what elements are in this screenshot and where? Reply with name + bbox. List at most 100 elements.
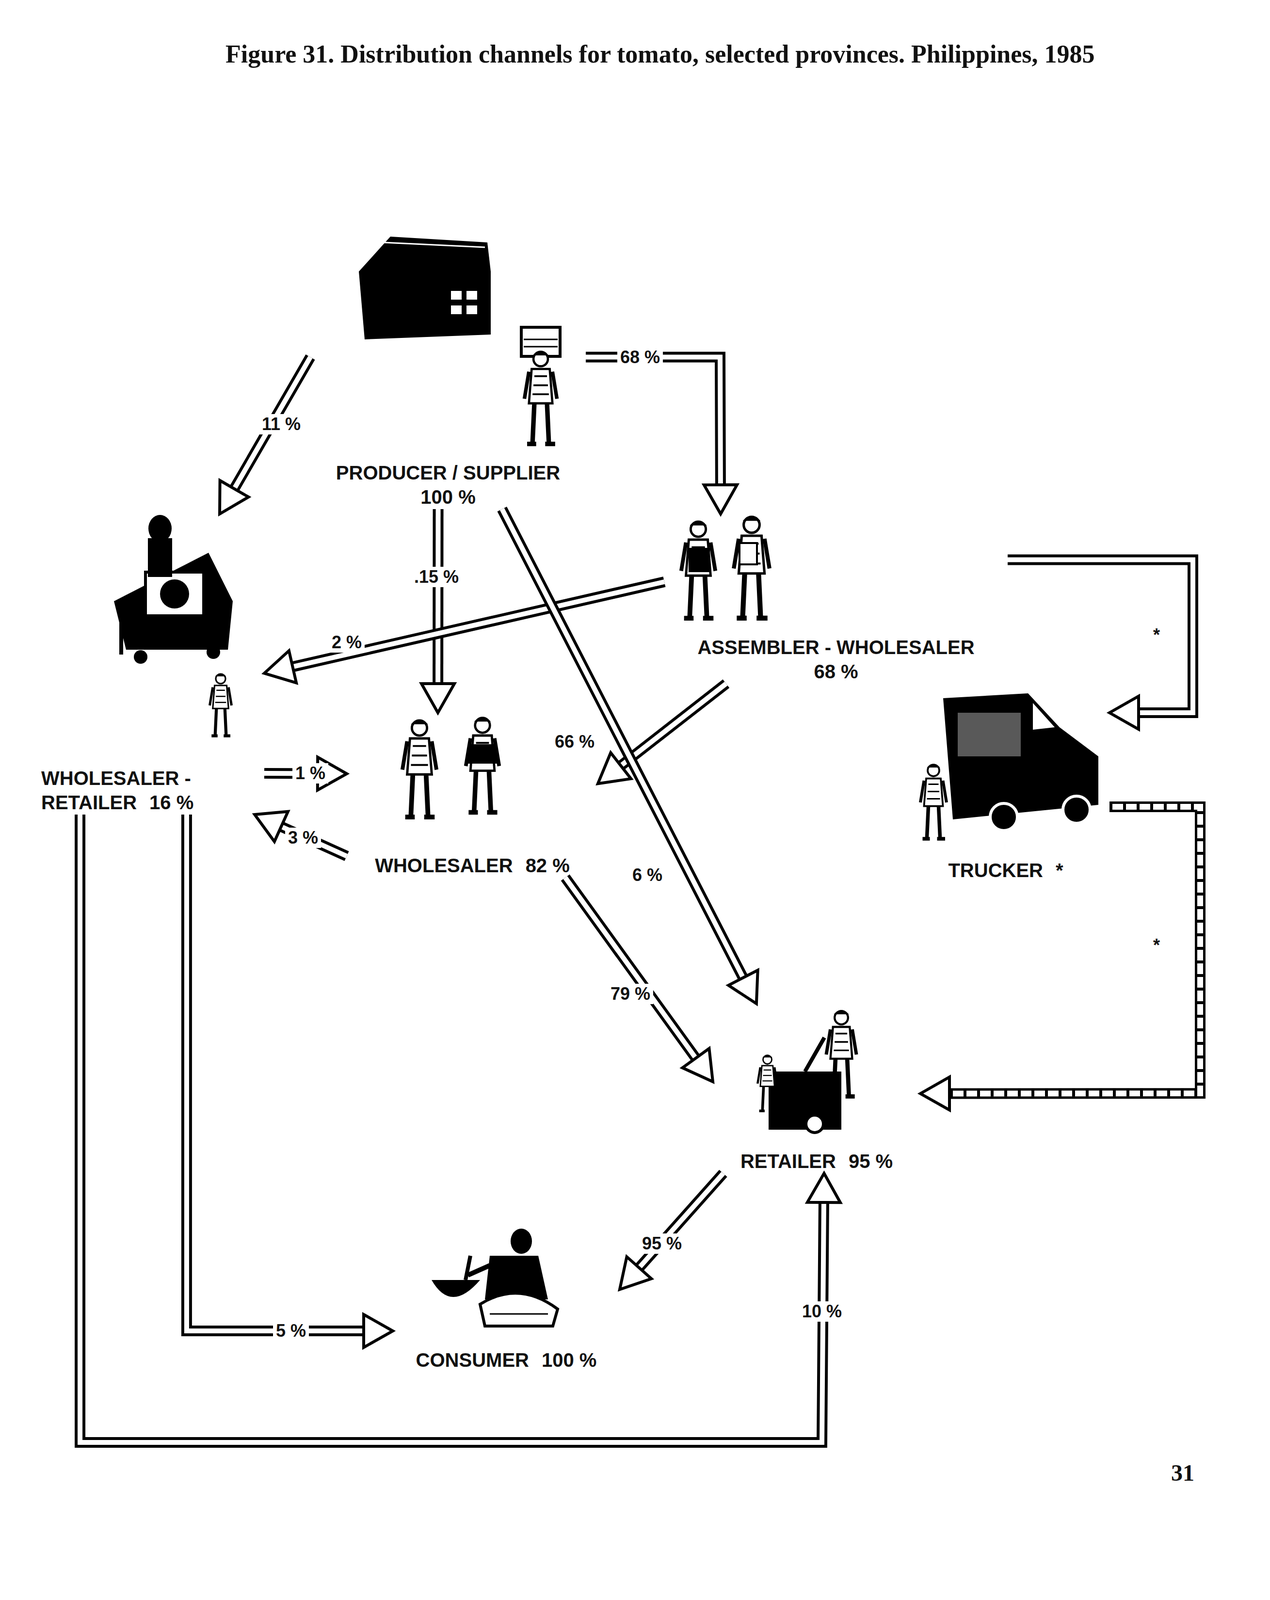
figure-title: Figure 31. Distribution channels for tom… [225,38,1239,70]
arrow-shaft [949,806,1201,1094]
arrow-shaft [1007,560,1193,714]
arrow-shaft-inner [501,509,743,979]
arrow-shaft [501,509,743,979]
arrow-shaft-inner [281,826,347,857]
arrow-shaft-inner [1007,560,1193,714]
arrow-head [682,1048,713,1082]
arrow-head [421,683,455,713]
consumer-figure [431,1228,558,1327]
share-value: 82 % [525,854,570,877]
flow-share: 95 % [639,1233,685,1254]
flow-arrow [565,877,713,1082]
truck-figure [920,693,1099,839]
actor-label: WHOLESALER 82 % [346,853,598,878]
flow-arrow [920,806,1201,1110]
flow-share: * [1150,625,1163,646]
arrow-shaft-inner [186,814,364,1332]
actor-name: RETAILER [740,1150,836,1173]
flow-share: 10 % [799,1301,845,1322]
actor-node: WHOLESALER - RETAILER16 % [41,514,265,815]
arrow-shaft-inner [585,357,721,486]
flow-share: 68 % [617,347,663,368]
share-value: 100 % [541,1349,597,1371]
actor-node: ASSEMBLER - WHOLESALER68 % [664,514,1008,684]
arrow-shaft [234,357,311,490]
arrow-head [920,1077,950,1110]
retailer-figure [757,1010,857,1133]
flow-share: .15 % [411,566,462,588]
actor-label: PRODUCER / SUPPLIER100 % [310,460,586,510]
page-number: 31 [1171,1459,1195,1487]
flow-arrow [1007,560,1193,730]
actor-name: ASSEMBLER - WHOLESALER [664,635,1008,660]
arrow-head [363,1314,393,1348]
arrow-shaft [620,683,726,766]
share-value: 100 % [310,484,586,510]
arrow-shaft [639,1173,724,1269]
actor-node: RETAILER 95 % [712,1003,921,1174]
arrow-head [1109,696,1139,730]
flow-arrow [501,509,758,1004]
arrow-head [254,811,289,842]
arrow-head [807,1173,841,1203]
arrow-shaft-inner [80,814,824,1443]
arrow-shaft [565,877,696,1059]
flow-arrow [619,1173,724,1290]
arrow-shaft [585,357,721,486]
flow-arrow [421,509,455,713]
actor-name: CONSUMER [416,1349,530,1371]
arrow-shaft-inner [949,806,1201,1094]
actor-label: TRUCKER * [901,858,1110,883]
flow-share: * [1150,935,1163,956]
arrow-shaft-inner [639,1173,724,1269]
flow-share: 5 % [273,1320,309,1342]
arrow-shaft-inner [620,683,726,766]
share-value: 16 % [149,791,194,814]
flow-arrow [186,814,393,1348]
farmer-figure [521,327,561,445]
share-value: * [1055,859,1064,882]
arrow-head [728,970,758,1004]
flow-arrow [585,357,738,515]
arrow-shaft-inner [435,509,441,684]
actor-name: WHOLESALER [374,854,513,877]
arrow-shaft [80,814,824,1443]
actor-node: CONSUMER 100 % [392,1221,620,1373]
flow-share: 1 % [292,763,329,784]
actor-label: ASSEMBLER - WHOLESALER68 % [664,635,1008,684]
arrow-shaft [432,509,444,684]
flow-share: 11 % [258,414,304,435]
share-value: 68 % [664,659,1008,684]
flow-arrow [264,757,347,791]
actor-node: PRODUCER / SUPPLIER100 % [310,232,586,510]
arrow-head [264,650,297,683]
flow-arrow [219,357,311,515]
share-value: 95 % [848,1150,893,1173]
actor-node: TRUCKER * [901,688,1110,883]
flow-arrow [264,581,665,683]
arrow-head [619,1256,652,1290]
flow-arrow [80,814,841,1443]
flow-share: 3 % [285,827,322,849]
arrow-shaft [281,826,347,857]
actor-label: RETAILER 95 % [712,1149,921,1174]
actor-name: TRUCKER [948,859,1044,882]
house-figure [358,236,491,340]
actor-name: PRODUCER / SUPPLIER [310,460,586,485]
flow-share: 79 % [607,983,654,1005]
arrow-shaft-inner [292,581,665,667]
arrow-shaft-inner [565,877,696,1059]
wholesaler-figures [402,717,500,818]
arrow-head [219,480,249,515]
assembler-figures [681,516,770,619]
arrow-shaft-inner [234,357,311,490]
arrow-rungs [949,806,1201,1094]
flow-share: 6 % [629,865,666,886]
flow-arrow [254,811,347,857]
actor-label: WHOLESALER - RETAILER16 % [41,766,250,815]
actor-label: CONSUMER 100 % [392,1348,620,1373]
arrow-shaft [292,581,665,667]
flow-share: 2 % [328,632,365,653]
flow-share: 66 % [551,731,598,753]
arrow-shaft [186,814,364,1332]
